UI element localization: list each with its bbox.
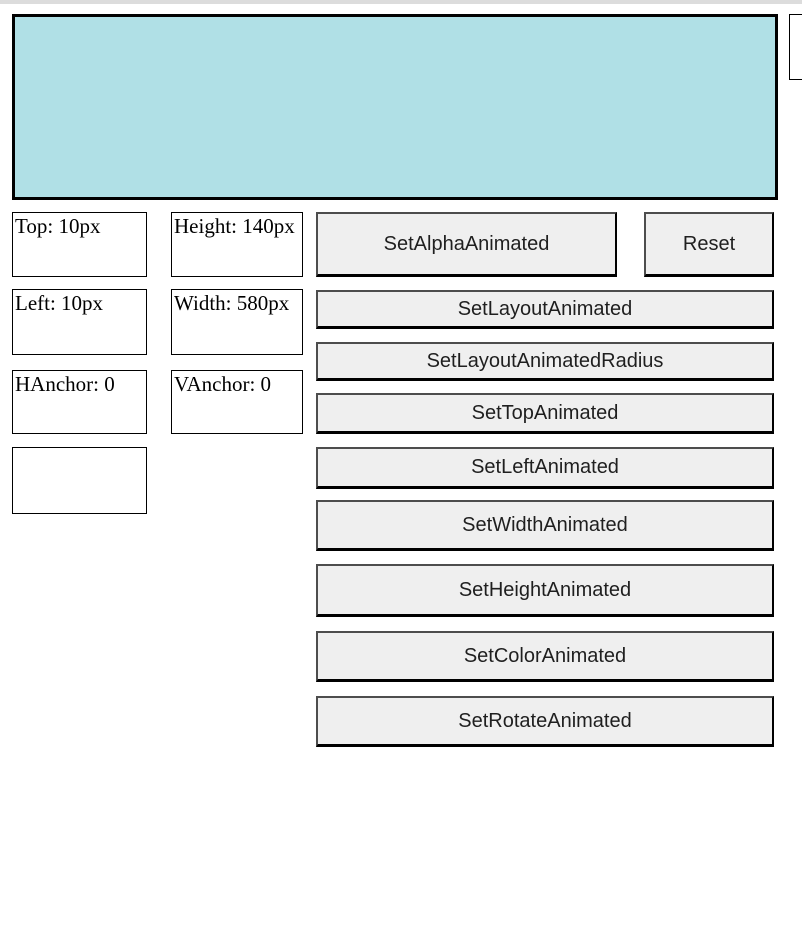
window-top-strip (0, 0, 802, 4)
set-width-animated-button[interactable]: SetWidthAnimated (316, 500, 774, 551)
set-height-animated-button[interactable]: SetHeightAnimated (316, 564, 774, 617)
left-value-box: Left: 10px (12, 289, 147, 355)
height-value-box: Height: 140px (171, 212, 303, 277)
set-layout-animated-button[interactable]: SetLayoutAnimated (316, 290, 774, 329)
vanchor-value-box: VAnchor: 0 (171, 370, 303, 434)
set-alpha-animated-button[interactable]: SetAlphaAnimated (316, 212, 617, 277)
set-color-animated-button[interactable]: SetColorAnimated (316, 631, 774, 682)
set-layout-animated-radius-button[interactable]: SetLayoutAnimatedRadius (316, 342, 774, 381)
empty-value-box (12, 447, 147, 514)
set-rotate-animated-button[interactable]: SetRotateAnimated (316, 696, 774, 747)
set-top-animated-button[interactable]: SetTopAnimated (316, 393, 774, 434)
reset-button[interactable]: Reset (644, 212, 774, 277)
hanchor-value-box: HAnchor: 0 (12, 370, 147, 434)
set-left-animated-button[interactable]: SetLeftAnimated (316, 447, 774, 489)
animated-test-rect (12, 14, 778, 200)
width-value-box: Width: 580px (171, 289, 303, 355)
offscreen-partial-box (789, 14, 802, 80)
top-value-box: Top: 10px (12, 212, 147, 277)
